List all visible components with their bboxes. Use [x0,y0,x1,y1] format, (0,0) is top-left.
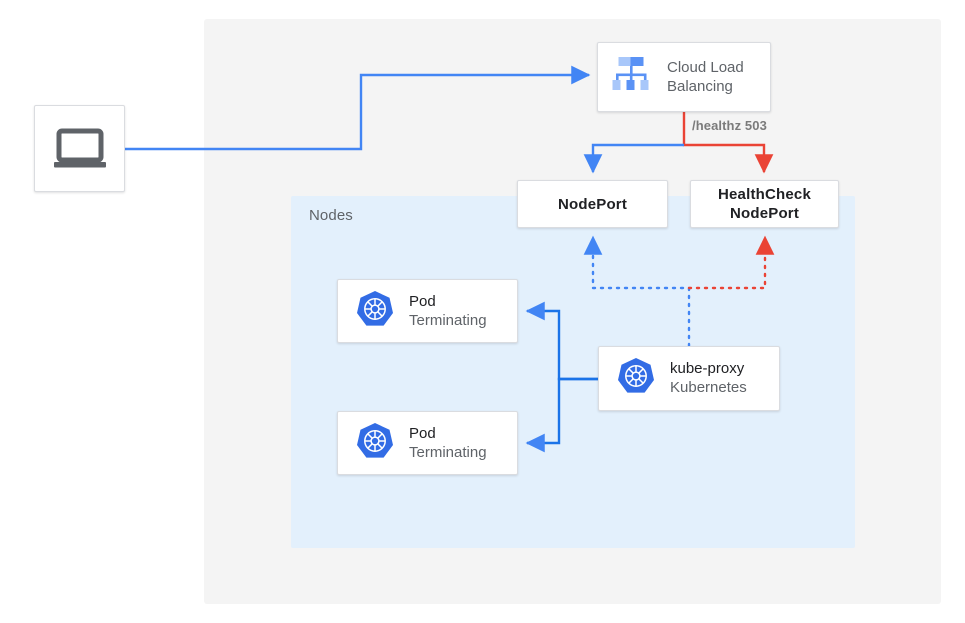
hc-line-2: NodePort [729,205,800,222]
healthcheck-nodeport-label: HealthCheck NodePort [718,185,811,223]
nodeport-label: NodePort [557,195,628,213]
wire-client-to-load-balancer [125,65,591,151]
clb-line-1: Cloud Load [667,59,744,76]
pod-status: Terminating [409,311,487,329]
pod-box-2: Pod Terminating [337,411,518,475]
kubernetes-icon-glyph [357,290,393,326]
kube-proxy-subtitle: Kubernetes [670,379,747,396]
cloud-load-balancing-icon-glyph [612,56,649,90]
pod-title: Pod [409,424,436,442]
pod-box-1: Pod Terminating [337,279,518,343]
client-device-box [34,105,125,192]
healthcheck-nodeport-box: HealthCheck NodePort [690,180,839,228]
cloud-load-balancing-icon [609,53,655,102]
laptop-icon [35,106,124,191]
kubernetes-icon [616,356,656,401]
wire-kube-proxy-to-pod-2 [525,377,598,453]
wire-load-balancer-to-healthcheck-nodeport [682,112,774,174]
cloud-load-balancing-box: Cloud Load Balancing [597,42,771,112]
clb-line-2: Balancing [667,78,733,95]
kubernetes-icon [355,289,395,334]
kubernetes-icon [355,421,395,466]
wire-kube-proxy-to-nodeport [583,235,691,348]
hc-line-1: HealthCheck [717,186,812,203]
healthz-status-label: /healthz 503 [692,118,767,133]
wire-kube-proxy-to-pod-1 [525,301,598,381]
kube-proxy-title: kube-proxy [670,360,745,377]
pod-title: Pod [409,292,436,310]
kubernetes-icon-glyph [357,422,393,458]
wire-load-balancer-to-nodeport [583,143,684,174]
laptop-icon-glyph [53,128,106,167]
pod-status: Terminating [409,443,487,461]
nodeport-box: NodePort [517,180,668,228]
kube-proxy-box: kube-proxy Kubernetes [598,346,780,411]
wire-kube-proxy-to-healthcheck-nodeport [687,235,775,290]
kubernetes-icon-glyph [618,358,654,393]
cloud-load-balancing-label: Cloud Load Balancing [667,58,744,96]
nodes-panel-label: Nodes [309,207,353,224]
